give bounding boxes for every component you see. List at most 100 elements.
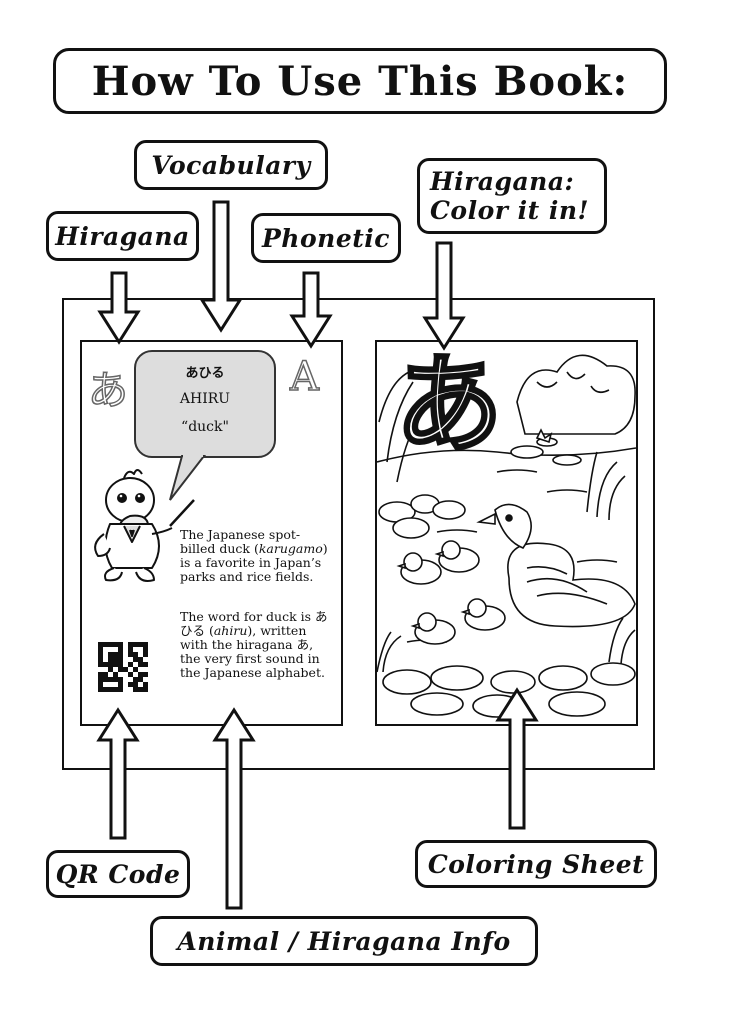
qr-module [133,677,138,682]
qr-module [138,677,143,682]
qr-module [98,642,103,647]
qr-module [138,652,143,657]
qr-module [113,662,118,667]
qr-module [98,682,103,687]
qr-module [143,672,148,677]
qr-module [128,647,133,652]
qr-module [103,687,108,692]
qr-module [113,657,118,662]
qr-module [128,672,133,677]
qr-module [133,672,138,677]
duck-mascot-icon [94,469,195,582]
qr-module [143,662,148,667]
qr-module [128,687,133,692]
label-animal-info-text: Animal / Hiragana Info [177,926,511,956]
page-title: How To Use This Book: [91,57,629,105]
qr-module [118,642,123,647]
vocabulary-speech-bubble: あひる AHIRU “duck" [134,350,276,458]
qr-module [138,667,143,672]
qr-module [103,672,108,677]
title-box: How To Use This Book: [53,48,667,114]
qr-module [103,667,108,672]
qr-module [123,642,128,647]
qr-module [128,682,133,687]
qr-module [108,687,113,692]
qr-module [143,667,148,672]
vocab-kana: あひる [185,366,225,381]
qr-module [108,677,113,682]
qr-module [123,677,128,682]
vocab-romaji: AHIRU [179,391,231,407]
qr-module [128,652,133,657]
qr-module [143,687,148,692]
qr-module [113,642,118,647]
qr-module [138,687,143,692]
qr-module [98,672,103,677]
coloring-sheet-page: あ [375,340,638,726]
qr-module [138,682,143,687]
qr-module [138,662,143,667]
left-page: あ A あひる AHIRU “duck" The Ja [80,340,343,726]
qr-module [103,647,108,652]
qr-module [123,667,128,672]
qr-module [98,677,103,682]
qr-module [108,642,113,647]
qr-module [133,682,138,687]
qr-module [143,642,148,647]
label-hiragana-color: Hiragana: Color it in! [417,158,607,234]
qr-module [128,667,133,672]
qr-module [108,647,113,652]
qr-module [118,687,123,692]
qr-module [138,672,143,677]
qr-module [123,682,128,687]
coloring-hiragana-character: あ [393,343,504,468]
label-qr-code: QR Code [46,850,190,898]
qr-module [98,662,103,667]
label-vocabulary-text: Vocabulary [151,150,311,180]
qr-module [133,652,138,657]
label-coloring-sheet: Coloring Sheet [415,840,657,888]
qr-module [138,657,143,662]
qr-module [128,657,133,662]
label-qr-code-text: QR Code [55,859,181,889]
qr-module [133,687,138,692]
qr-module [98,667,103,672]
label-hiragana: Hiragana [46,211,199,261]
qr-module [138,647,143,652]
qr-module [118,677,123,682]
qr-module [123,662,128,667]
book-spread-frame [62,298,655,770]
qr-module [108,657,113,662]
qr-module [103,662,108,667]
qr-module [143,652,148,657]
qr-module [143,682,148,687]
qr-module [108,672,113,677]
qr-module [143,677,148,682]
qr-module [113,672,118,677]
qr-module [98,647,103,652]
qr-module [118,682,123,687]
coloring-scene-illustration [377,354,636,718]
qr-code-icon[interactable] [98,642,148,692]
qr-module [123,647,128,652]
qr-module [128,677,133,682]
qr-module [128,642,133,647]
qr-module [118,667,123,672]
qr-module [123,672,128,677]
qr-module [98,687,103,692]
qr-module [123,657,128,662]
qr-module [103,657,108,662]
phonetic-character: A [289,353,319,401]
qr-module [98,657,103,662]
qr-module [118,657,123,662]
qr-module [108,667,113,672]
label-phonetic: Phonetic [251,213,401,263]
label-hiragana-color-line2: Color it in! [430,196,590,225]
qr-module [138,642,143,647]
qr-module [133,642,138,647]
qr-module [113,677,118,682]
qr-module [103,682,108,687]
qr-module [123,652,128,657]
label-animal-info: Animal / Hiragana Info [150,916,538,966]
qr-module [113,682,118,687]
